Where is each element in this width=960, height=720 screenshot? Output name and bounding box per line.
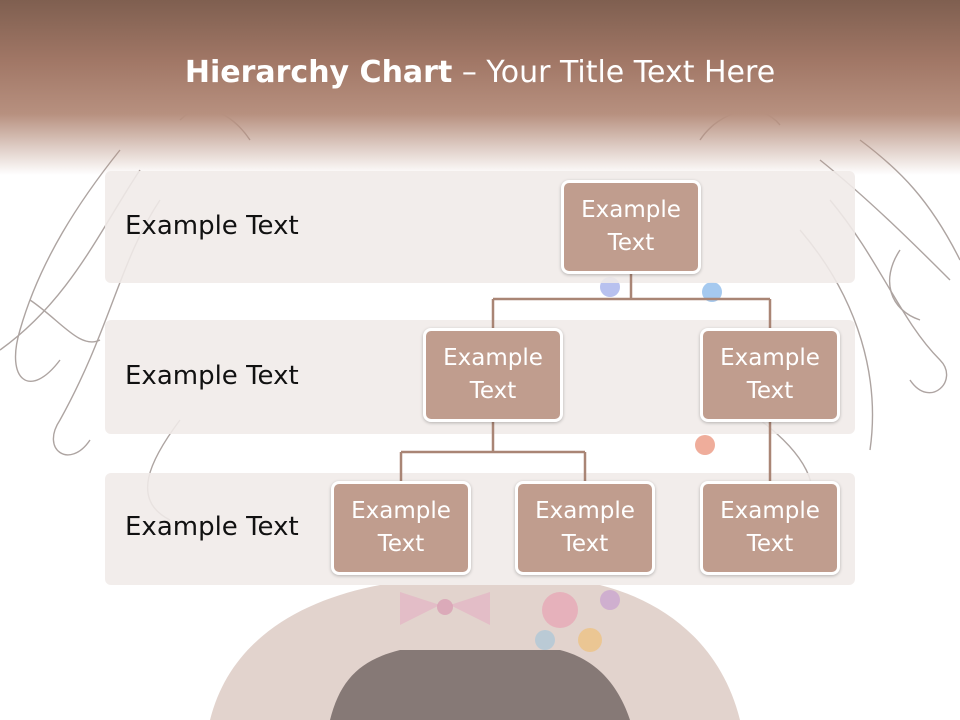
row-label-1: Example Text — [125, 211, 299, 241]
node-level2-left[interactable]: Example Text — [423, 328, 563, 422]
row-label-3: Example Text — [125, 512, 299, 542]
node-level3-left-a[interactable]: Example Text — [331, 481, 471, 575]
slide-title: Hierarchy Chart – Your Title Text Here — [0, 55, 960, 90]
node-root[interactable]: Example Text — [561, 180, 701, 274]
node-level3-right[interactable]: Example Text — [700, 481, 840, 575]
title-bold: Hierarchy Chart — [184, 55, 453, 90]
title-band — [0, 0, 960, 175]
node-level3-left-b[interactable]: Example Text — [515, 481, 655, 575]
node-level2-right[interactable]: Example Text — [700, 328, 840, 422]
title-rest: – Your Title Text Here — [452, 55, 776, 90]
row-band-1 — [105, 171, 855, 283]
row-label-2: Example Text — [125, 361, 299, 391]
